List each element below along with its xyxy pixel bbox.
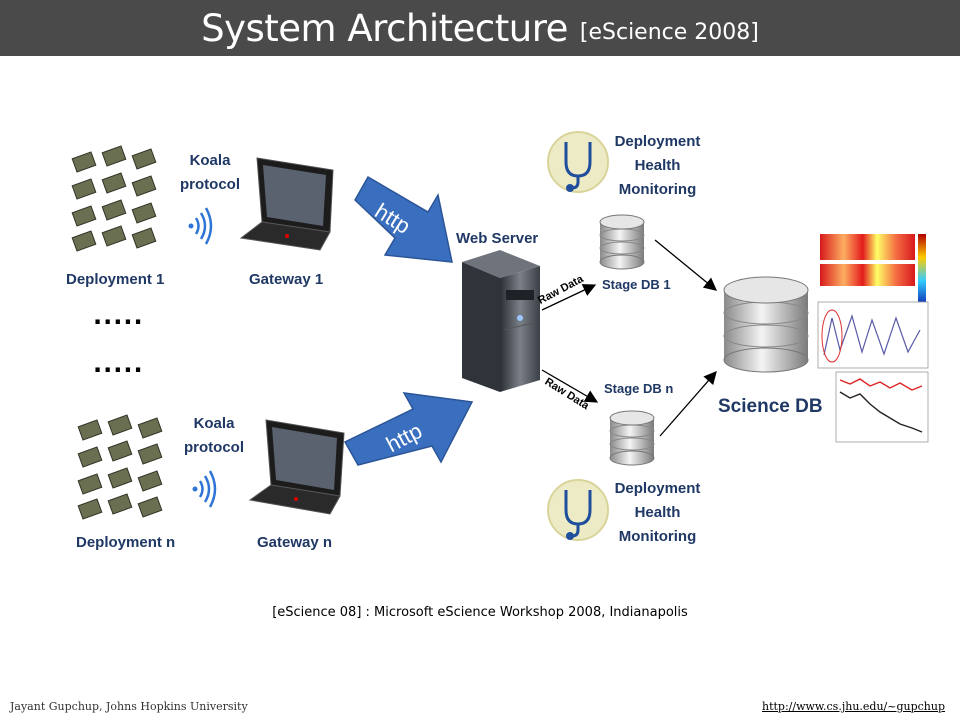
footer-url-link[interactable]: http://www.cs.jhu.edu/~gupchup: [762, 700, 945, 713]
database-icon: [609, 410, 655, 466]
slide-title-tag: [eScience 2008]: [579, 19, 759, 45]
slide-title: System Architecture: [201, 6, 568, 50]
stage-db-n-label: Stage DB n: [604, 381, 674, 396]
time-series-thumbnail: [835, 371, 929, 443]
web-server-icon: [462, 250, 540, 392]
sensor-motes-bottom: [77, 414, 163, 520]
koala-protocol-label-top: Koala protocol: [180, 152, 240, 193]
footer-author: Jayant Gupchup, Johns Hopkins University: [10, 700, 248, 713]
raw-data-arrow-bottom: [541, 369, 599, 403]
stethoscope-icon: [547, 479, 609, 541]
science-db-label: Science DB: [718, 396, 823, 417]
heatmap-thumbnail: [820, 234, 926, 312]
stage-db-1-label: Stage DB 1: [602, 277, 671, 292]
title-bar: System Architecture [eScience 2008]: [0, 0, 960, 56]
database-icon: [723, 276, 809, 373]
deployment-1-label: Deployment 1: [66, 271, 165, 288]
http-arrow-top: [354, 175, 453, 263]
gateway-1-label: Gateway 1: [249, 271, 324, 288]
wireless-icon: [188, 207, 213, 245]
gateway-n-label: Gateway n: [257, 534, 333, 551]
sensor-motes-top: [71, 145, 157, 252]
citation: [eScience 08] : Microsoft eScience Works…: [272, 605, 688, 620]
wireless-icon: [192, 470, 217, 508]
koala-protocol-label-bottom: Koala protocol: [184, 415, 244, 456]
web-server-label: Web Server: [456, 230, 539, 247]
laptop-icon: [239, 157, 334, 251]
to-science-db-arrow-top: [654, 239, 718, 291]
ellipsis-lower: .....: [93, 350, 144, 378]
deployment-health-monitoring-bottom: Deployment Health Monitoring: [614, 480, 701, 545]
laptop-icon: [248, 419, 345, 515]
database-icon: [599, 214, 645, 270]
stethoscope-icon: [547, 131, 609, 193]
raw-data-arrow-top: [541, 284, 597, 311]
deployment-n-label: Deployment n: [76, 534, 176, 551]
to-science-db-arrow-bottom: [659, 371, 717, 437]
deployment-health-monitoring-top: Deployment Health Monitoring: [614, 133, 701, 198]
ellipsis-upper: .....: [93, 302, 144, 330]
line-plot-thumbnail: [817, 301, 929, 369]
http-arrow-bottom: [343, 392, 474, 466]
